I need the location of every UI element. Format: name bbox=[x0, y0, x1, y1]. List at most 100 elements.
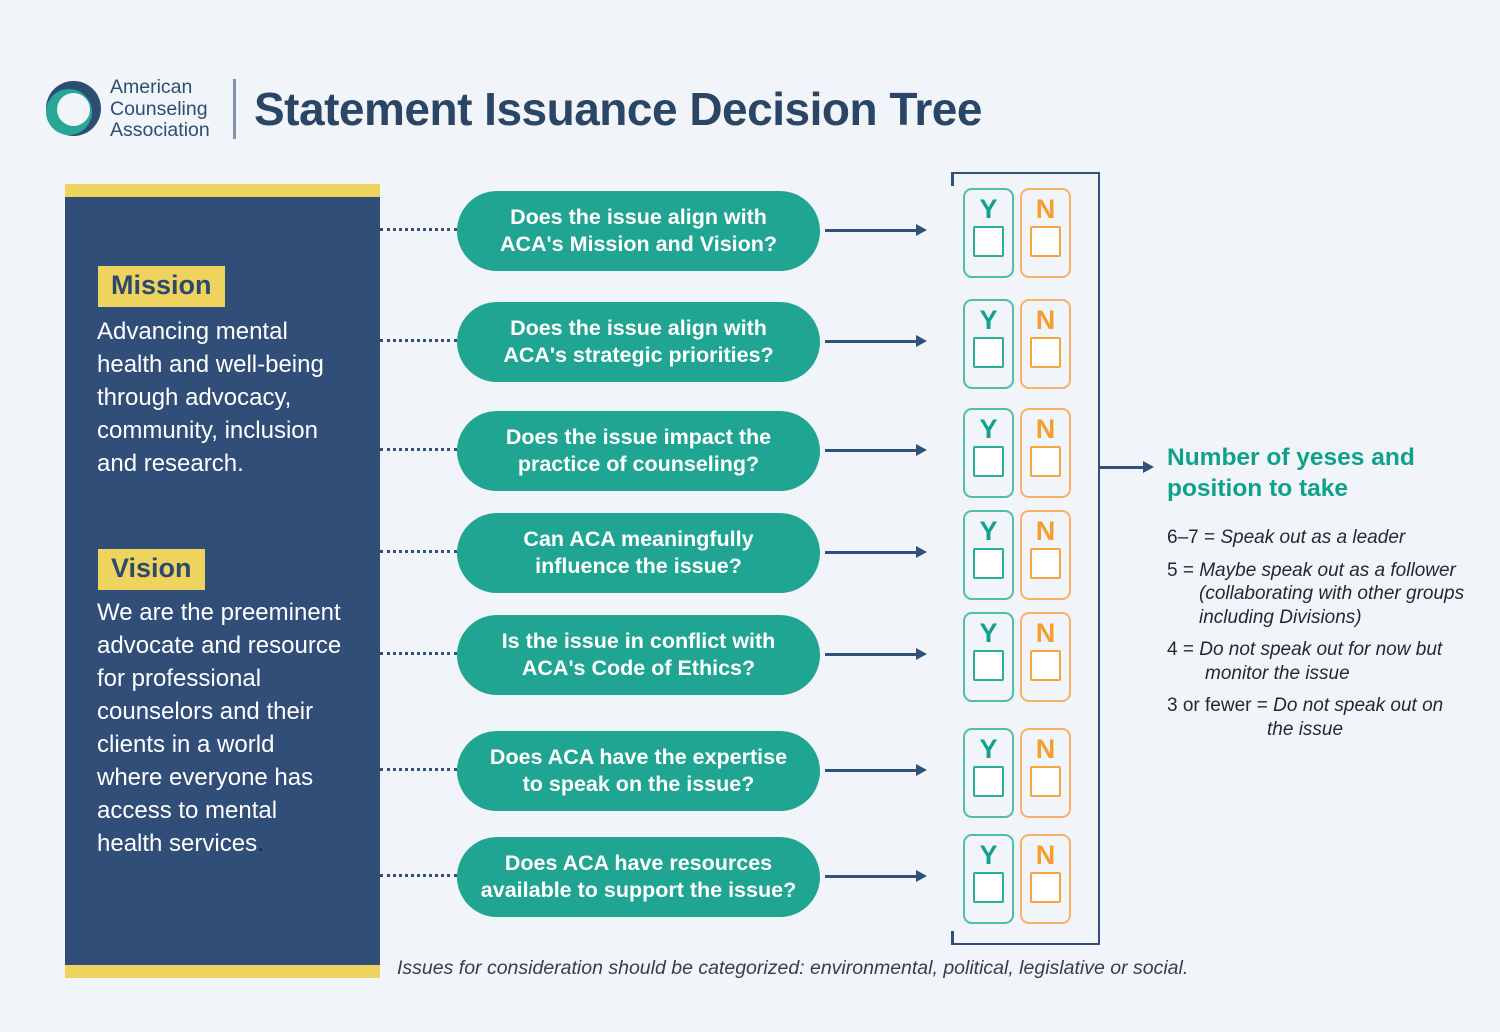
no-checkbox[interactable] bbox=[1030, 872, 1061, 903]
no-checkbox[interactable] bbox=[1030, 337, 1061, 368]
no-letter: N bbox=[1035, 734, 1056, 764]
arrow-connector bbox=[825, 653, 917, 656]
no-checkbox[interactable] bbox=[1030, 446, 1061, 477]
question-line: ACA's Mission and Vision? bbox=[499, 232, 778, 256]
decision-row-2: Does the issue align with ACA's strategi… bbox=[380, 299, 1098, 389]
arrow-connector bbox=[825, 551, 917, 554]
dotted-connector bbox=[380, 768, 457, 771]
question-line: Can ACA meaningfully bbox=[523, 526, 754, 551]
aca-logo-wordmark: American Counseling Association bbox=[110, 76, 210, 142]
yes-checkbox[interactable] bbox=[973, 872, 1004, 903]
rule-position: Maybe speak out as a follower bbox=[1199, 559, 1456, 581]
no-card-4: N bbox=[1020, 510, 1071, 600]
result-heading-line: position to take bbox=[1167, 475, 1349, 502]
vision-line: We are the preeminent bbox=[97, 599, 341, 626]
question-line: to speak on the issue? bbox=[522, 772, 755, 796]
no-letter: N bbox=[1035, 414, 1056, 444]
rule-4: 4 = Do not speak out for now but monitor… bbox=[1167, 638, 1500, 685]
question-line: ACA's strategic priorities? bbox=[503, 343, 774, 367]
yes-card-5: Y bbox=[963, 612, 1014, 702]
decision-row-3: Does the issue impact the practice of co… bbox=[380, 408, 1098, 498]
yes-card-7: Y bbox=[963, 834, 1014, 924]
yes-checkbox[interactable] bbox=[973, 446, 1004, 477]
yes-checkbox[interactable] bbox=[973, 548, 1004, 579]
yes-letter: Y bbox=[979, 734, 998, 764]
yes-checkbox[interactable] bbox=[973, 226, 1004, 257]
no-checkbox[interactable] bbox=[1030, 766, 1061, 797]
rule-position: Speak out as a leader bbox=[1220, 527, 1406, 548]
no-letter: N bbox=[1035, 194, 1056, 224]
question-pill-2: Does the issue align with ACA's strategi… bbox=[457, 302, 820, 382]
mission-line: health and well-being bbox=[97, 351, 324, 378]
mission-line: community, inclusion bbox=[97, 417, 318, 444]
no-checkbox[interactable] bbox=[1030, 226, 1061, 257]
vision-line: counselors and their bbox=[97, 698, 314, 725]
arrow-connector bbox=[825, 449, 917, 452]
yes-checkbox[interactable] bbox=[973, 650, 1004, 681]
vision-period: . bbox=[257, 830, 264, 857]
no-card-3: N bbox=[1020, 408, 1071, 498]
mission-line: through advocacy, bbox=[97, 384, 292, 411]
question-line: Does the issue align with bbox=[510, 315, 767, 340]
question-line: Does the issue align with bbox=[510, 204, 767, 229]
result-arrow-head-icon bbox=[1143, 460, 1154, 473]
question-line: influence the issue? bbox=[535, 554, 742, 578]
vision-line: access to mental bbox=[97, 797, 278, 824]
logo-line-1: American bbox=[110, 76, 193, 98]
yes-card-3: Y bbox=[963, 408, 1014, 498]
yes-checkbox[interactable] bbox=[973, 337, 1004, 368]
mission-line: Advancing mental bbox=[97, 318, 288, 345]
arrow-head-icon bbox=[916, 443, 927, 456]
yes-card-6: Y bbox=[963, 728, 1014, 818]
arrow-head-icon bbox=[916, 545, 927, 558]
result-heading: Number of yeses and position to take bbox=[1167, 442, 1415, 504]
sidebar-top-accent bbox=[65, 184, 380, 197]
arrow-head-icon bbox=[916, 869, 927, 882]
mission-label: Mission bbox=[98, 266, 225, 307]
mission-line: and research. bbox=[97, 450, 244, 477]
yes-checkbox[interactable] bbox=[973, 766, 1004, 797]
no-checkbox[interactable] bbox=[1030, 650, 1061, 681]
footnote: Issues for consideration should be categ… bbox=[397, 957, 1189, 979]
arrow-connector bbox=[825, 340, 917, 343]
logo-line-3: Association bbox=[110, 119, 210, 141]
no-letter: N bbox=[1035, 840, 1056, 870]
rule-continuation: monitor the issue bbox=[1205, 662, 1350, 684]
arrow-head-icon bbox=[916, 763, 927, 776]
vision-label: Vision bbox=[98, 549, 205, 590]
rule-position: Do not speak out for now but bbox=[1199, 639, 1443, 660]
question-line: Does ACA have resources bbox=[504, 850, 773, 875]
header-divider bbox=[233, 79, 236, 139]
vision-line: for professional bbox=[97, 665, 262, 692]
yes-card-1: Y bbox=[963, 188, 1014, 278]
rule-continuation: (collaborating with other groups bbox=[1199, 583, 1465, 604]
question-pill-5: Is the issue in conflict with ACA's Code… bbox=[457, 615, 820, 695]
arrow-head-icon bbox=[916, 223, 927, 236]
no-checkbox[interactable] bbox=[1030, 548, 1061, 579]
vision-line: advocate and resource bbox=[97, 632, 342, 659]
yes-letter: Y bbox=[979, 194, 998, 224]
rule-continuation: the issue bbox=[1267, 718, 1344, 740]
dotted-connector bbox=[380, 228, 457, 231]
no-card-2: N bbox=[1020, 299, 1071, 389]
result-heading-line: Number of yeses and bbox=[1167, 444, 1415, 471]
vision-line: where everyone has bbox=[97, 764, 314, 791]
vision-line-text: health services bbox=[97, 830, 258, 857]
decision-row-6: Does ACA have the expertise to speak on … bbox=[380, 728, 1098, 818]
no-card-5: N bbox=[1020, 612, 1071, 702]
question-pill-7: Does ACA have resources available to sup… bbox=[457, 837, 820, 917]
no-card-1: N bbox=[1020, 188, 1071, 278]
logo-line-2: Counseling bbox=[110, 97, 208, 120]
yes-letter: Y bbox=[979, 516, 998, 546]
yes-letter: Y bbox=[979, 305, 998, 335]
rule-continuation: including Divisions) bbox=[1199, 606, 1362, 628]
decision-row-1: Does the issue align with ACA's Mission … bbox=[380, 188, 1098, 278]
no-letter: N bbox=[1035, 618, 1056, 648]
yes-letter: Y bbox=[979, 840, 998, 870]
rule-score: 3 or fewer = bbox=[1167, 695, 1268, 716]
rule-score: 6–7 = bbox=[1167, 527, 1216, 548]
result-arrow-connector bbox=[1098, 466, 1144, 469]
mission-text: Advancing mental health and well-being t… bbox=[97, 315, 377, 480]
dotted-connector bbox=[380, 652, 457, 655]
question-pill-1: Does the issue align with ACA's Mission … bbox=[457, 191, 820, 271]
